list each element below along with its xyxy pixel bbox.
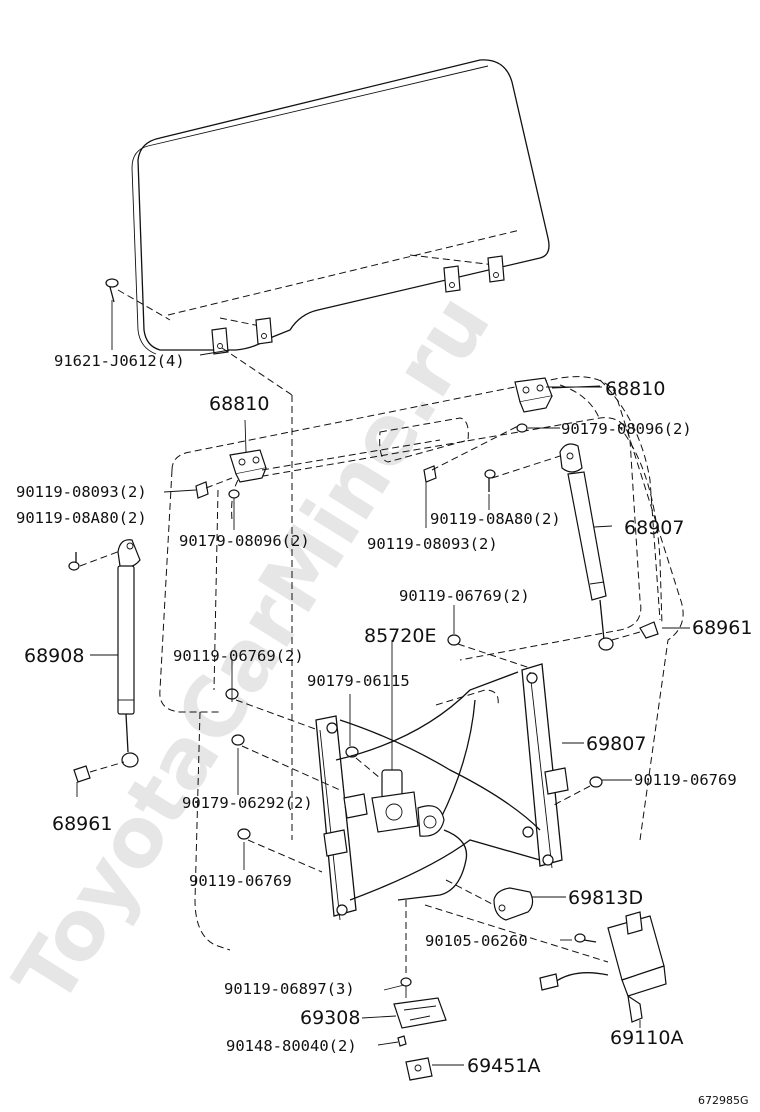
callout-90119-08A80-left: 90119-08A80(2) — [16, 509, 147, 527]
lower-fasteners — [393, 900, 447, 1081]
callout-68907: 68907 — [624, 517, 684, 539]
hinge-68810-right — [514, 377, 601, 413]
damper-stay-68908 — [73, 539, 141, 783]
back-door-glass — [131, 59, 550, 355]
callout-90179-08096-left: 90179-08096(2) — [179, 532, 310, 550]
callout-68961-right: 68961 — [692, 617, 752, 639]
damper-stay-68907 — [559, 443, 659, 651]
callout-90119-06769-top: 90119-06769(2) — [399, 587, 530, 605]
callout-90179-06115: 90179-06115 — [307, 672, 410, 690]
callout-69807: 69807 — [586, 733, 646, 755]
callout-85720E: 85720E — [364, 625, 436, 647]
callout-68810-left: 68810 — [209, 393, 269, 415]
leader-lines — [76, 349, 690, 1066]
wire-harness-cable — [397, 829, 468, 901]
regulator-bracket-69813D — [445, 879, 534, 921]
back-door-panel — [159, 376, 684, 951]
callout-90119-06769-left: 90119-06769(2) — [173, 647, 304, 665]
callout-69813D: 69813D — [568, 887, 643, 909]
callout-90119-08093-mid: 90119-08093(2) — [367, 535, 498, 553]
callout-69451A: 69451A — [467, 1055, 540, 1077]
window-regulator-69807 — [315, 663, 569, 921]
hinge-68810-left — [229, 419, 441, 483]
power-window-control-69110A — [424, 904, 667, 1023]
callout-91621-J0612: 91621-J0612(4) — [54, 352, 185, 370]
callout-68810-right: 68810 — [605, 378, 665, 400]
callout-69308: 69308 — [300, 1007, 360, 1029]
callout-90119-06897: 90119-06897(3) — [224, 980, 355, 998]
hinge-fasteners — [68, 423, 561, 571]
callout-90105-06260: 90105-06260 — [425, 932, 528, 950]
callout-68908: 68908 — [24, 645, 84, 667]
bolt-91621 — [105, 278, 171, 350]
callout-90148-80040: 90148-80040(2) — [226, 1037, 357, 1055]
callout-90119-08A80-mid: 90119-08A80(2) — [430, 510, 561, 528]
callout-90119-06769-bottom: 90119-06769 — [189, 872, 292, 890]
callout-68961-left: 68961 — [52, 813, 112, 835]
regulator-motor-85720E — [371, 640, 445, 837]
callout-90179-06292: 90179-06292(2) — [182, 794, 313, 812]
callout-90119-08093-left: 90119-08093(2) — [16, 483, 147, 501]
screw-90105-06260 — [574, 933, 597, 943]
callout-90119-06769-right: 90119-06769 — [634, 771, 737, 789]
regulator-fasteners — [225, 634, 603, 873]
callout-69110A: 69110A — [610, 1027, 683, 1049]
callout-90179-08096-right: 90179-08096(2) — [561, 420, 692, 438]
figure-code: 672985G — [698, 1094, 749, 1107]
